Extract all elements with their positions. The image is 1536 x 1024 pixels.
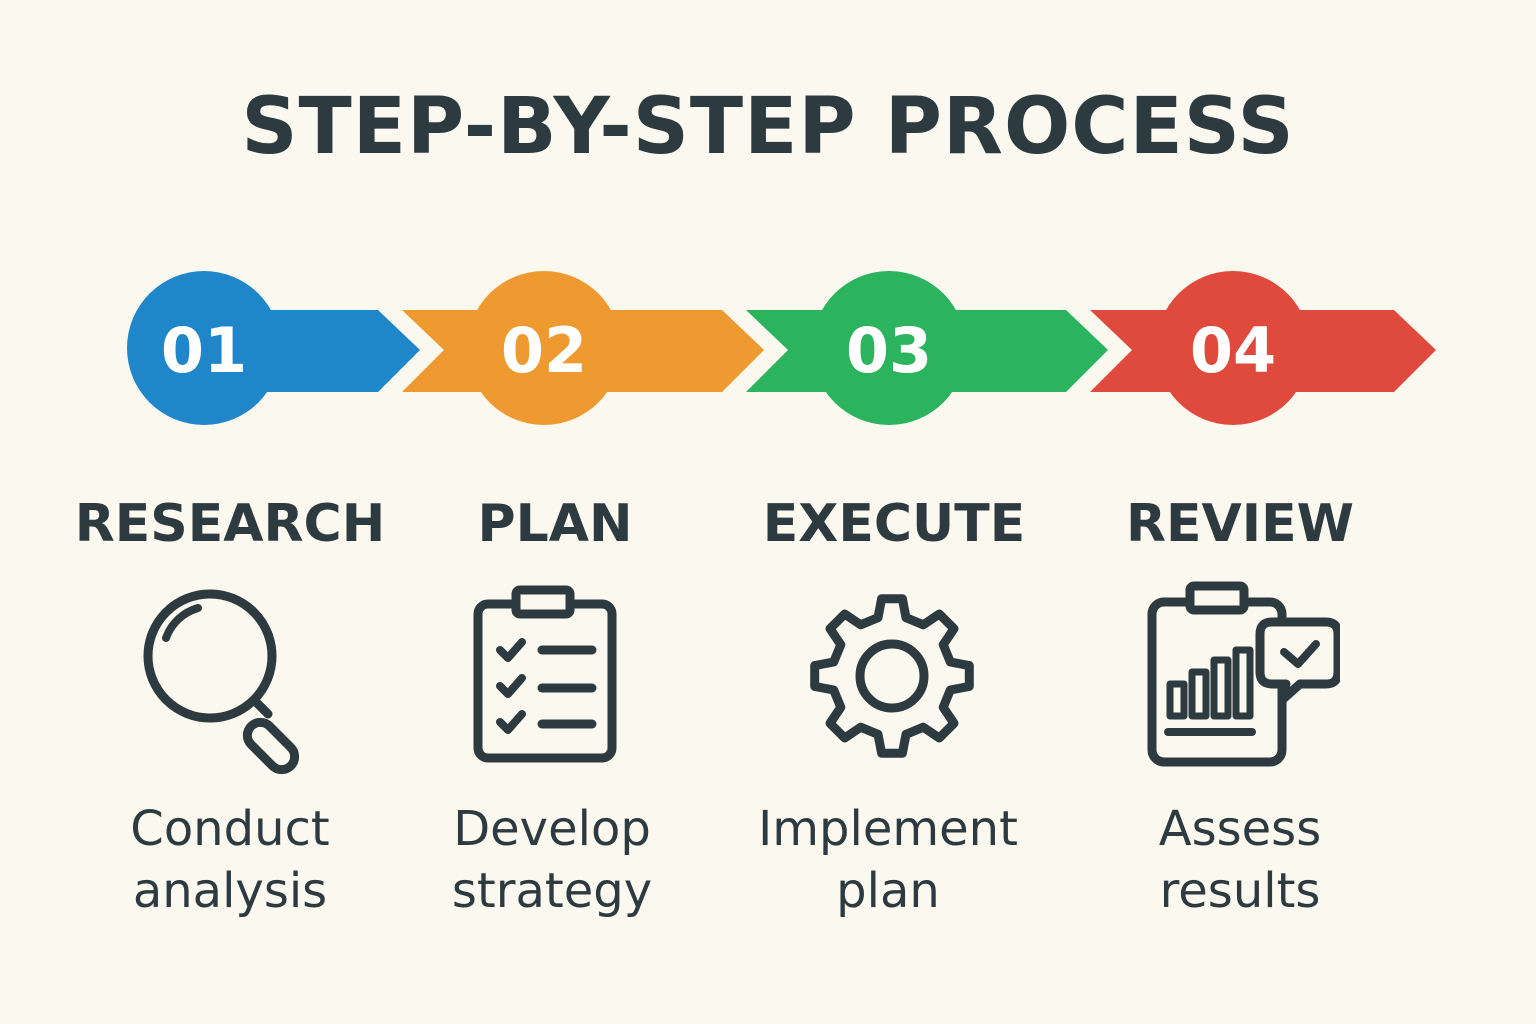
step-3-description-line-2: plan xyxy=(836,863,940,919)
step-2-label: PLAN xyxy=(477,494,633,554)
step-1-description-line-1: Conduct xyxy=(130,801,330,857)
step-1-number: 01 xyxy=(161,314,247,387)
step-1-label: RESEARCH xyxy=(74,494,386,554)
step-2-description-line-1: Develop xyxy=(453,801,651,857)
step-4-marker: 04 xyxy=(1090,271,1436,425)
step-3-marker: 03 xyxy=(746,271,1108,425)
step-3-circle xyxy=(812,271,966,425)
step-2-circle xyxy=(467,271,621,425)
step-4-description: Assess results xyxy=(1070,798,1410,922)
step-4-description-line-2: results xyxy=(1159,863,1321,919)
gear-icon xyxy=(792,580,992,780)
step-2-number: 02 xyxy=(501,314,587,387)
step-4-number: 04 xyxy=(1190,314,1276,387)
step-1-marker: 01 xyxy=(127,271,420,425)
step-2-marker: 02 xyxy=(402,271,764,425)
step-1-description-line-2: analysis xyxy=(132,863,328,919)
clipboard-checklist-icon xyxy=(446,580,646,780)
step-2-description-line-2: strategy xyxy=(451,863,653,919)
step-4-circle xyxy=(1156,271,1310,425)
step-3-label: EXECUTE xyxy=(762,494,1026,554)
page-title: STEP-BY-STEP PROCESS xyxy=(241,82,1295,172)
step-1-description: Conduct analysis xyxy=(60,798,400,922)
step-4-description-line-1: Assess xyxy=(1158,801,1322,857)
step-3-number: 03 xyxy=(846,314,932,387)
step-2-description: Develop strategy xyxy=(382,798,722,922)
clipboard-chart-check-icon xyxy=(1140,580,1340,780)
step-1-circle xyxy=(127,271,281,425)
magnifier-icon xyxy=(132,580,332,780)
step-3-description: Implement plan xyxy=(718,798,1058,922)
step-4-label: REVIEW xyxy=(1125,494,1355,554)
step-3-description-line-1: Implement xyxy=(758,801,1018,857)
